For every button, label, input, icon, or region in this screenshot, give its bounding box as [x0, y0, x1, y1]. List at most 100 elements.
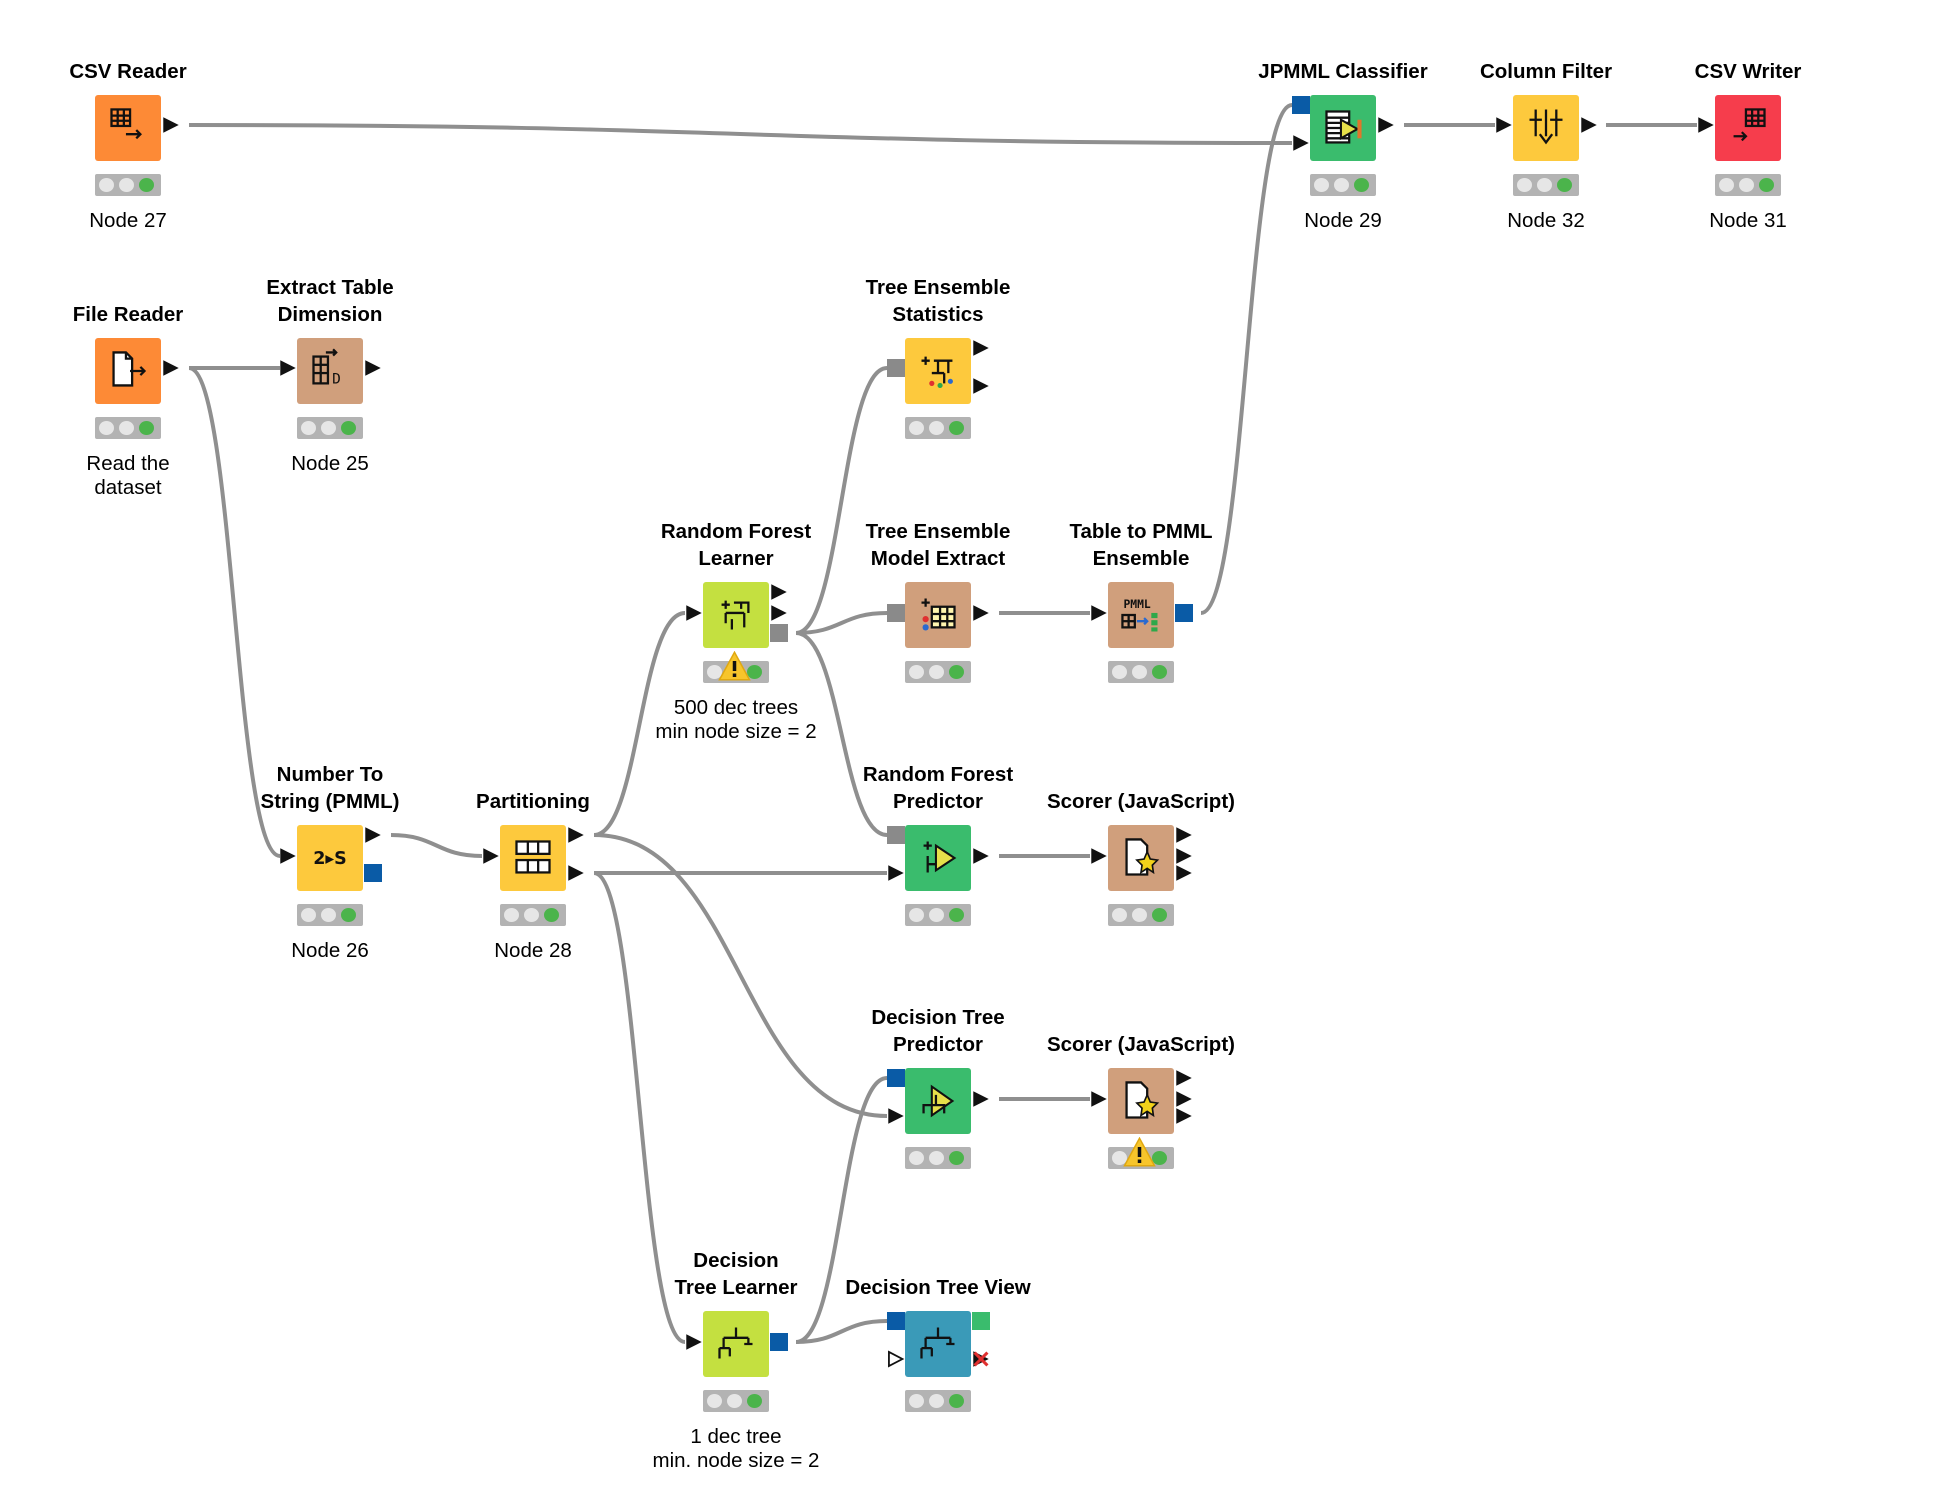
status-light-green — [949, 908, 964, 922]
n28-out-data-port-0[interactable] — [567, 826, 585, 844]
node-n25[interactable]: D — [297, 338, 363, 404]
node-n27[interactable] — [95, 95, 161, 161]
node-label[interactable]: Node 31 — [1628, 209, 1868, 233]
rfl-in-data-port-0[interactable] — [685, 604, 703, 622]
connection-n26-n28[interactable] — [390, 833, 483, 858]
node-dtp[interactable] — [905, 1068, 971, 1134]
n25-out-data-port-0[interactable] — [364, 359, 382, 377]
dtv-out-image-port-0[interactable] — [972, 1312, 990, 1330]
connection-rfl-rfp[interactable] — [795, 631, 888, 837]
file-reader-icon — [112, 351, 147, 387]
tes-out-data-port-0[interactable] — [972, 339, 990, 357]
fr-out-data-port-0[interactable] — [162, 359, 180, 377]
tes-out-data-port-1[interactable] — [972, 377, 990, 395]
status-light-off — [321, 421, 336, 435]
node-label[interactable]: Node 28 — [413, 939, 653, 963]
dtp-in-data-port-1[interactable] — [887, 1107, 905, 1125]
connection-dtl-dtp[interactable] — [795, 1076, 888, 1344]
teme-in-model-port-0[interactable] — [887, 604, 905, 622]
connection-n28-dtl[interactable] — [593, 871, 686, 1344]
sc2-out-data-port-1[interactable] — [1175, 1090, 1193, 1108]
status-indicator — [500, 904, 566, 926]
connection-rfl-tes[interactable] — [795, 366, 888, 635]
node-tpe[interactable]: PMML — [1108, 582, 1174, 648]
node-dtl[interactable] — [703, 1311, 769, 1377]
status-light-off — [1112, 665, 1127, 679]
node-label[interactable]: Node 32 — [1426, 209, 1666, 233]
node-label[interactable]: Node 26 — [210, 939, 450, 963]
teme-out-data-port-0[interactable] — [972, 604, 990, 622]
sc2-out-data-port-2[interactable] — [1175, 1107, 1193, 1125]
node-fr[interactable] — [95, 338, 161, 404]
n28-in-data-port-0[interactable] — [482, 847, 500, 865]
dtp-in-pmml-port-0[interactable] — [887, 1069, 905, 1087]
connection-dtl-dtv[interactable] — [795, 1319, 888, 1344]
n29-in-data-port-1[interactable] — [1292, 134, 1310, 152]
connection-n28-dtp[interactable] — [593, 833, 888, 1118]
node-title-line: Predictor — [893, 1033, 983, 1056]
n27-out-data-port-0[interactable] — [162, 116, 180, 134]
rfl-out-data-port-1[interactable] — [770, 604, 788, 622]
node-n29[interactable] — [1310, 95, 1376, 161]
n29-out-data-port-0[interactable] — [1377, 116, 1395, 134]
node-teme[interactable] — [905, 582, 971, 648]
rfp-in-data-port-1[interactable] — [887, 864, 905, 882]
dtl-in-data-port-0[interactable] — [685, 1333, 703, 1351]
node-n26[interactable]: 2▸S — [297, 825, 363, 891]
sc2-out-data-port-0[interactable] — [1175, 1069, 1193, 1087]
node-label[interactable]: Node 27 — [8, 209, 248, 233]
sc1-out-data-port-0[interactable] — [1175, 826, 1193, 844]
dtp-out-data-port-0[interactable] — [972, 1090, 990, 1108]
node-label[interactable]: Node 29 — [1223, 209, 1463, 233]
n31-in-data-port-0[interactable] — [1697, 116, 1715, 134]
node-title-line: JPMML Classifier — [1258, 60, 1428, 83]
status-indicator — [905, 417, 971, 439]
dtv-out-inactive-port-1[interactable] — [972, 1350, 990, 1368]
sc2-in-data-port-0[interactable] — [1090, 1090, 1108, 1108]
node-sc2[interactable] — [1108, 1068, 1174, 1134]
connection-rfl-teme[interactable] — [795, 611, 888, 635]
node-dtv[interactable] — [905, 1311, 971, 1377]
warning-icon[interactable] — [718, 651, 751, 681]
node-n28[interactable] — [500, 825, 566, 891]
tpe-out-pmml-port-0[interactable] — [1175, 604, 1193, 622]
n26-in-data-port-0[interactable] — [279, 847, 297, 865]
node-rfp[interactable] — [905, 825, 971, 891]
dtl-out-pmml-port-0[interactable] — [770, 1333, 788, 1351]
node-n31[interactable] — [1715, 95, 1781, 161]
connection-fr-n26[interactable] — [188, 366, 281, 858]
connection-n28-rfl[interactable] — [593, 611, 686, 837]
status-light-green — [747, 665, 762, 679]
rfl-out-data-port-0[interactable] — [770, 583, 788, 601]
rfp-out-data-port-0[interactable] — [972, 847, 990, 865]
tpe-in-data-port-0[interactable] — [1090, 604, 1108, 622]
node-tes[interactable] — [905, 338, 971, 404]
node-sc1[interactable] — [1108, 825, 1174, 891]
connection-tpe-n29[interactable] — [1200, 103, 1293, 615]
sc1-in-data-port-0[interactable] — [1090, 847, 1108, 865]
n32-out-data-port-0[interactable] — [1580, 116, 1598, 134]
rfp-in-model-port-0[interactable] — [887, 826, 905, 844]
node-label[interactable]: Node 25 — [210, 452, 450, 476]
connection-n27-n29[interactable] — [188, 123, 1293, 145]
dtv-in-pmml-port-0[interactable] — [887, 1312, 905, 1330]
n26-out-data-port-0[interactable] — [364, 826, 382, 844]
node-rfl[interactable] — [703, 582, 769, 648]
dtv-in-optional-data-port-1[interactable] — [887, 1350, 905, 1368]
tes-in-model-port-0[interactable] — [887, 359, 905, 377]
node-n32[interactable] — [1513, 95, 1579, 161]
status-light-green — [949, 421, 964, 435]
sc1-out-data-port-1[interactable] — [1175, 847, 1193, 865]
sc1-out-data-port-2[interactable] — [1175, 864, 1193, 882]
rfl-out-model-port-2[interactable] — [770, 624, 788, 642]
warning-icon[interactable] — [1123, 1137, 1156, 1167]
n25-in-data-port-0[interactable] — [279, 359, 297, 377]
n28-out-data-port-1[interactable] — [567, 864, 585, 882]
n26-out-pmml-port-1[interactable] — [364, 864, 382, 882]
n29-in-pmml-port-0[interactable] — [1292, 96, 1310, 114]
n32-in-data-port-0[interactable] — [1495, 116, 1513, 134]
